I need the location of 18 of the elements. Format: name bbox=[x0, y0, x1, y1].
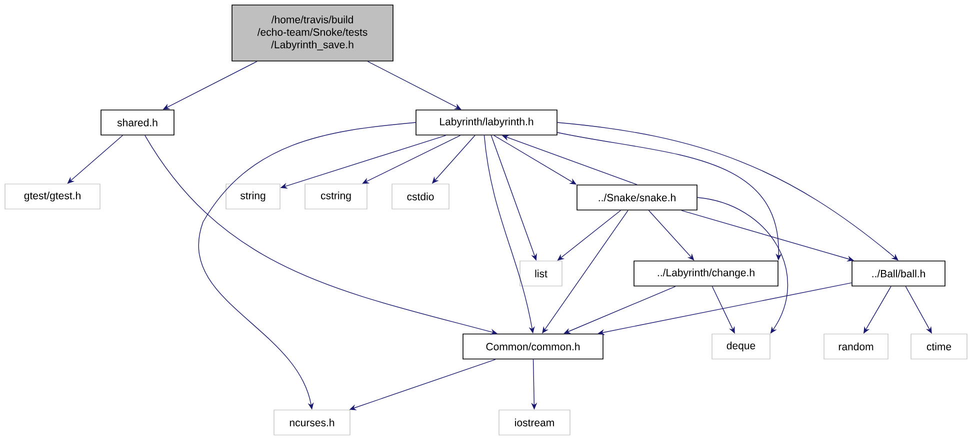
system-header-box: cstring bbox=[304, 184, 368, 210]
system-header-box: ctime bbox=[910, 334, 968, 360]
header-box: ../Labyrinth/change.h bbox=[634, 260, 778, 286]
header-box: ../Ball/ball.h bbox=[852, 260, 946, 286]
system-header-box: random bbox=[824, 334, 888, 360]
header-box: Labyrinth/labyrinth.h bbox=[416, 110, 558, 136]
system-header-box: list bbox=[520, 260, 562, 286]
file-box: /home/travis/build /echo-team/Snoke/tests /Labyrinth_save.h bbox=[232, 4, 394, 62]
system-header-box: ncurses.h bbox=[274, 410, 350, 436]
arrow bbox=[362, 135, 461, 184]
header-box: Common/common.h bbox=[462, 334, 604, 360]
header-box: ../Snake/snake.h bbox=[576, 184, 698, 210]
system-header-box: gtest/gtest.h bbox=[4, 184, 100, 210]
system-header-box: cstdio bbox=[392, 184, 450, 210]
header-box: shared.h bbox=[100, 110, 174, 136]
system-header-box: iostream bbox=[498, 410, 570, 436]
system-header-box: deque bbox=[712, 334, 770, 360]
system-header-box: string bbox=[226, 184, 280, 210]
